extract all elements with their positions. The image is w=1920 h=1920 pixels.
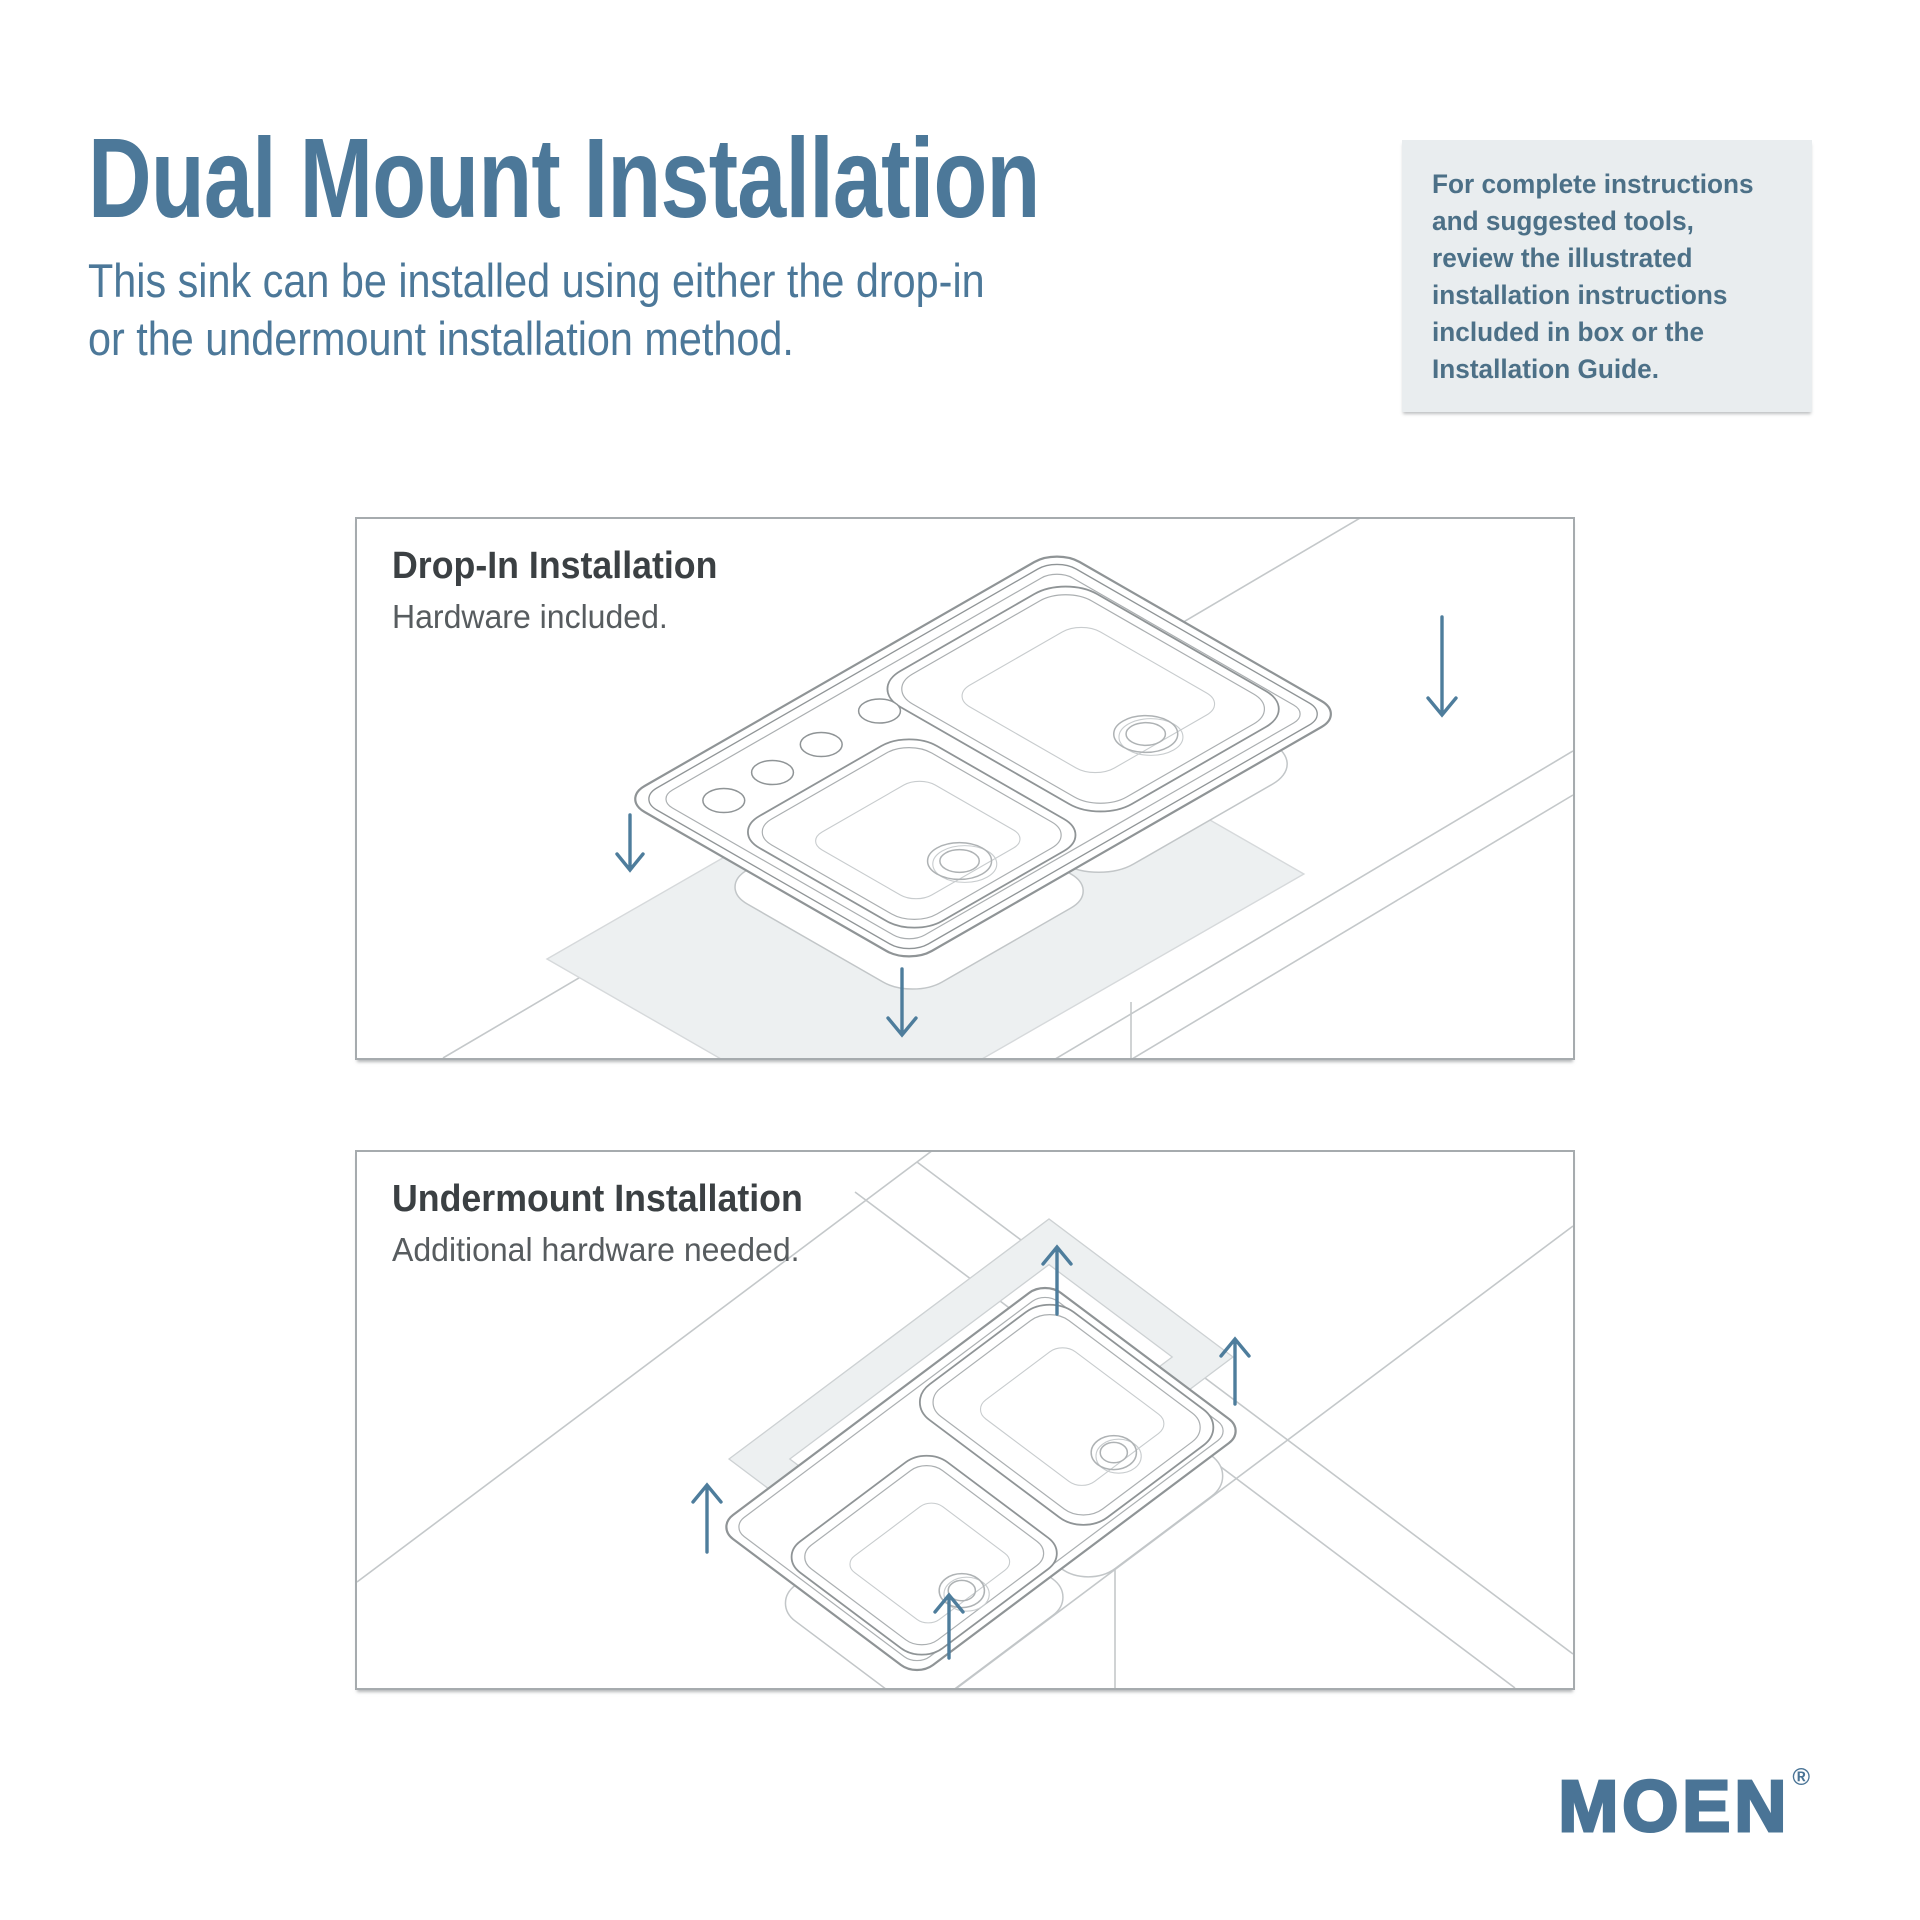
drop-in-panel-subtitle: Hardware included. bbox=[392, 598, 668, 635]
undermount-panel-subtitle: Additional hardware needed. bbox=[392, 1231, 800, 1268]
page-subtitle: This sink can be installed using either … bbox=[88, 252, 1107, 368]
undermount-illustration bbox=[357, 1152, 1573, 1688]
moen-logo: MOEN® bbox=[1557, 1764, 1810, 1849]
down-arrow-icon bbox=[1428, 617, 1456, 715]
faucet-holes bbox=[694, 694, 909, 818]
page-subtitle-line2: or the undermount installation method. bbox=[88, 312, 794, 365]
down-arrow-icon bbox=[888, 969, 916, 1035]
page-title-text: Dual Mount Installation bbox=[88, 115, 1040, 241]
drop-in-illustration bbox=[357, 519, 1573, 1058]
undermount-panel: Undermount Installation Additional hardw… bbox=[355, 1150, 1575, 1690]
undermount-panel-title: Undermount Installation bbox=[392, 1178, 803, 1220]
up-arrow-icon bbox=[693, 1485, 721, 1552]
drop-in-sink bbox=[622, 549, 1344, 964]
registered-trademark-icon: ® bbox=[1792, 1764, 1810, 1791]
down-arrow-icon bbox=[617, 815, 643, 870]
undermount-panel-header: Undermount Installation Additional hardw… bbox=[392, 1178, 829, 1269]
moen-logo-text: MOEN bbox=[1557, 1766, 1791, 1849]
drop-in-panel: Drop-In Installation Hardware included. bbox=[355, 517, 1575, 1060]
instructions-note-box: For complete instructions and suggested … bbox=[1402, 140, 1812, 412]
drop-in-panel-title: Drop-In Installation bbox=[392, 545, 718, 587]
up-arrow-icon bbox=[1221, 1339, 1249, 1404]
up-arrow-icon bbox=[935, 1595, 963, 1658]
up-arrow-icon bbox=[1043, 1247, 1071, 1314]
drop-in-panel-header: Drop-In Installation Hardware included. bbox=[392, 545, 738, 636]
page-title: Dual Mount Installation bbox=[88, 122, 1308, 235]
undermount-sink bbox=[717, 1281, 1245, 1677]
drains bbox=[897, 708, 1214, 890]
instructions-note-text: For complete instructions and suggested … bbox=[1432, 169, 1754, 384]
page-subtitle-line1: This sink can be installed using either … bbox=[88, 254, 985, 307]
